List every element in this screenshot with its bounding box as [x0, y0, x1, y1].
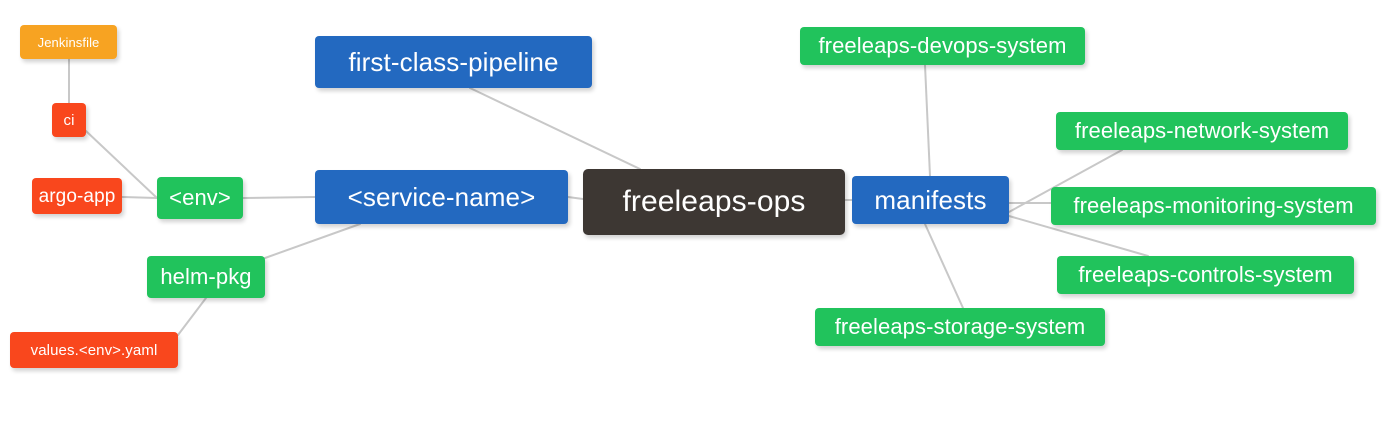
edge-manifests-to-freeleaps-devops-system — [924, 64, 931, 177]
node-freeleaps-monitoring-system[interactable]: freeleaps-monitoring-system — [1051, 187, 1376, 225]
node-values-env-yaml[interactable]: values.<env>.yaml — [10, 332, 178, 368]
edge-env-to-service-name — [242, 196, 316, 199]
edge-manifests-to-freeleaps-storage-system — [924, 223, 964, 309]
node-freeleaps-ops[interactable]: freeleaps-ops — [583, 169, 845, 235]
node-jenkinsfile[interactable]: Jenkinsfile — [20, 25, 117, 59]
node-freeleaps-storage-system[interactable]: freeleaps-storage-system — [815, 308, 1105, 346]
node-first-class-pipeline[interactable]: first-class-pipeline — [315, 36, 592, 88]
edge-first-class-pipeline-to-freeleaps-ops — [469, 87, 641, 170]
node-freeleaps-controls-system[interactable]: freeleaps-controls-system — [1057, 256, 1354, 294]
edge-values-env-yaml-to-helm-pkg — [177, 297, 207, 336]
edge-service-name-to-freeleaps-ops — [567, 196, 584, 200]
node-helm-pkg[interactable]: helm-pkg — [147, 256, 265, 298]
node-manifests[interactable]: manifests — [852, 176, 1009, 224]
node-env[interactable]: <env> — [157, 177, 243, 219]
node-argo-app[interactable]: argo-app — [32, 178, 122, 214]
node-freeleaps-network-system[interactable]: freeleaps-network-system — [1056, 112, 1348, 150]
node-freeleaps-devops-system[interactable]: freeleaps-devops-system — [800, 27, 1085, 65]
edge-helm-pkg-to-service-name — [264, 223, 361, 259]
edge-argo-app-to-env — [121, 196, 158, 199]
node-service-name[interactable]: <service-name> — [315, 170, 568, 224]
node-ci[interactable]: ci — [52, 103, 86, 137]
